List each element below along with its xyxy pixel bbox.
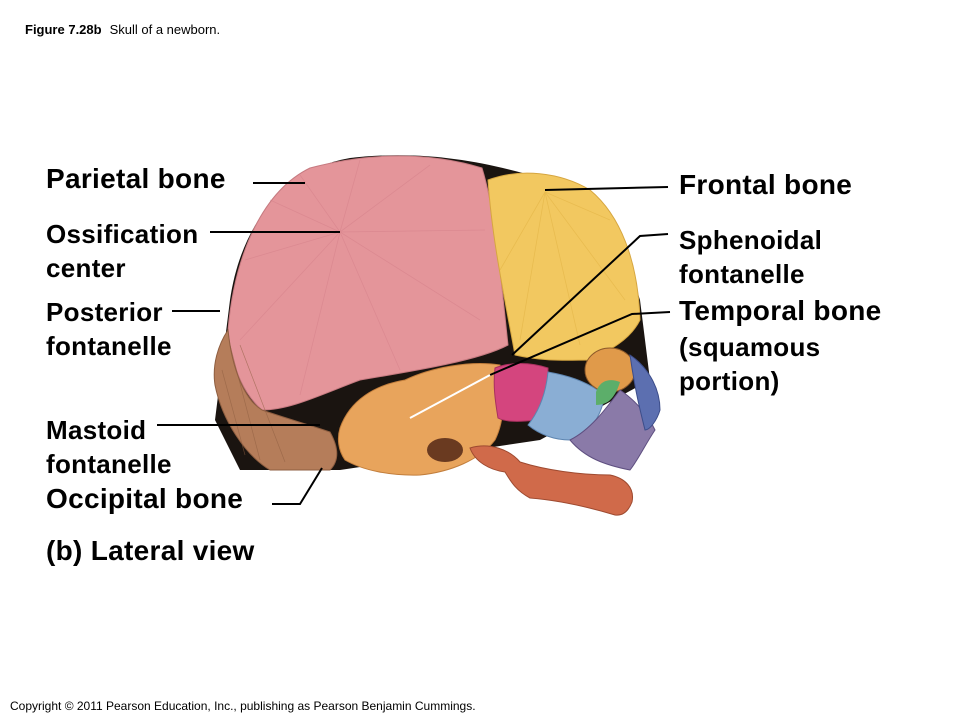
figure-title: Figure 7.28b Skull of a newborn. [25, 22, 220, 37]
leader-temporal-black [489, 311, 671, 376]
maxilla-bone-shape [569, 389, 656, 471]
label-sphenoidal-fontanelle: Sphenoidal fontanelle [679, 225, 823, 289]
label-ossification-center: Ossification center [46, 219, 199, 283]
leader-temporal-white [409, 374, 491, 419]
label-parietal-bone: Parietal bone [46, 163, 226, 194]
frontal-texture [499, 191, 626, 346]
parietal-texture [239, 159, 486, 396]
figure-caption: Skull of a newborn. [109, 22, 221, 37]
label-occipital-bone: Occipital bone [46, 483, 244, 514]
leader-occipital [272, 467, 323, 505]
ethmoid-green [596, 380, 620, 405]
parietal-bone-shape [227, 155, 509, 411]
figure-number: Figure 7.28b [25, 22, 102, 37]
occipital-texture [221, 344, 286, 463]
leader-sphenoidal [511, 233, 669, 356]
label-temporal-bone: Temporal bone [679, 295, 882, 326]
view-label: (b) Lateral view [46, 535, 255, 566]
mandible-bone-shape [469, 445, 634, 516]
label-posterior-fontanelle: Posterior fontanelle [46, 297, 172, 361]
label-mastoid-fontanelle: Mastoid fontanelle [46, 415, 172, 479]
frontal-bone-shape [487, 172, 641, 361]
occipital-bone-shape [213, 328, 338, 471]
label-temporal-squamous: (squamous portion) [679, 332, 821, 396]
copyright-notice: Copyright © 2011 Pearson Education, Inc.… [10, 699, 476, 713]
external-acoustic-meatus [427, 438, 463, 462]
label-frontal-bone: Frontal bone [679, 169, 853, 200]
nasal-bone-shape [629, 353, 661, 431]
leader-frontal [544, 186, 669, 191]
